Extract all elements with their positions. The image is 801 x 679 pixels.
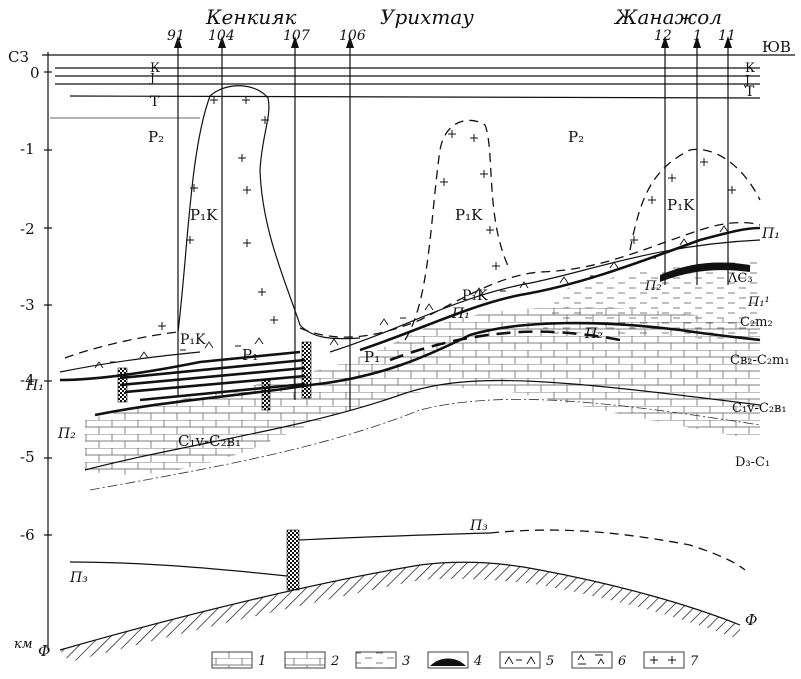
- depth-tick-2: -2: [20, 220, 35, 238]
- legend-swatch-2: [284, 651, 326, 669]
- label-p1k-base-left: P₁K: [180, 332, 206, 348]
- fault-91: [117, 367, 128, 403]
- horizon-d3: [89, 398, 761, 491]
- label-p1-mid: P₁: [364, 348, 380, 366]
- legend-label-1: 1: [258, 654, 266, 669]
- wells: 91 104 107 106 12 1 11: [167, 28, 736, 410]
- legend-label-5: 5: [546, 654, 554, 669]
- legend-swatch-3: [355, 651, 397, 669]
- legend-swatch-1: [211, 651, 253, 669]
- label-c2m2: C₂m₂: [740, 315, 773, 330]
- depth-tick-1: -1: [20, 140, 35, 158]
- anhydrite-marks: [94, 225, 729, 369]
- top-strata: К Ј Т К Ј Т: [42, 54, 795, 119]
- label-c1v-c2b1-right: C₁v-C₂в₁: [732, 401, 787, 416]
- stratigraphic-labels: P₂ P₂ P₁K P₁K P₁K P₁K P₁K P₁ P₁ П₁ П₁ П₁…: [25, 128, 790, 660]
- label-pi2-mid: П₂: [584, 326, 603, 342]
- well-label-91: 91: [167, 28, 185, 44]
- label-p1k-zhanazhol: P₁K: [667, 196, 695, 214]
- label-d3-c1: D₃-C₁: [735, 455, 770, 470]
- field-kenkiyak: Кенкияк: [205, 5, 297, 29]
- depth-tick-0: 0: [30, 64, 40, 82]
- horizon-pi3-dashed: [489, 529, 746, 571]
- stratum-k-right: К: [745, 61, 755, 76]
- legend-label-3: 3: [402, 654, 410, 669]
- label-pi3-left: П₃: [69, 570, 88, 586]
- depth-axis: СЗ 0 -1 -2 -3 -4 -5 -6 км: [8, 48, 52, 652]
- legend-label-2: 2: [330, 654, 339, 669]
- well-label-106: 106: [339, 28, 366, 44]
- field-zhanazhol: Жанажол: [613, 5, 722, 29]
- label-f-left: Ф: [38, 642, 50, 660]
- well-label-12: 12: [654, 28, 672, 44]
- label-p1k-base-right: P₁K: [462, 288, 488, 304]
- basement-fill: [60, 562, 740, 662]
- label-pi2-left: П₂: [57, 426, 76, 442]
- label-p1-kenkiyak: P₁: [242, 346, 258, 364]
- fault-deep: [286, 529, 300, 591]
- label-pi3-mid: П₃: [469, 518, 488, 534]
- salt-dome-zhanazhol: [629, 148, 761, 251]
- legend-label-7: 7: [690, 654, 699, 669]
- depth-tick-3: -3: [20, 296, 35, 314]
- well-label-11: 11: [718, 28, 736, 44]
- stratum-j-right: Ј: [743, 73, 750, 87]
- depth-tick-4: -4: [20, 371, 35, 389]
- label-f-right: Ф: [745, 611, 757, 629]
- well-label-104: 104: [208, 28, 235, 44]
- carbonate-body: [85, 306, 760, 475]
- label-p2-right: P₂: [568, 128, 584, 146]
- horizon-pi3-left: [69, 561, 288, 577]
- label-pi1-right: П₁: [761, 226, 780, 242]
- horizon-pi1: [59, 226, 761, 382]
- horizon-pi3-right: [298, 532, 491, 541]
- label-pi2-right: П₂: [644, 279, 662, 294]
- p1k-top-boundary: [64, 221, 761, 359]
- field-urikhtau: Урихтау: [380, 5, 474, 29]
- label-c3: ΛC₃: [727, 271, 753, 286]
- direction-west: СЗ: [8, 48, 29, 66]
- fault-104: [261, 379, 271, 411]
- basement-surface: [59, 561, 741, 651]
- depth-tick-6: -6: [20, 526, 35, 544]
- salt-dome-kenkiyak: [177, 85, 361, 340]
- stratum-j-left: Ј: [148, 71, 155, 85]
- label-pi1-mid: П₁: [451, 306, 470, 322]
- legend-label-4: 4: [473, 654, 482, 669]
- legend-label-6: 6: [618, 654, 626, 669]
- well-label-1: 1: [693, 28, 702, 44]
- stratum-k-left: К: [150, 61, 160, 76]
- label-pi1-left: П₁: [25, 378, 44, 394]
- stratum-t-left: Т: [150, 94, 160, 110]
- label-p1k-kenkiyak: P₁K: [190, 206, 218, 224]
- well-label-107: 107: [283, 28, 310, 44]
- label-c1v-c2b1: C₁v-C₂в₁: [178, 432, 241, 450]
- horizon-pi2-dashed: [389, 330, 621, 362]
- depth-unit: км: [14, 637, 33, 652]
- salt-crosses: [158, 96, 736, 330]
- direction-east: ЮВ: [762, 38, 791, 56]
- legend: 1 2 3 4 5 6 7: [211, 651, 699, 669]
- depth-tick-5: -5: [20, 448, 35, 466]
- label-pi1-sup: П₁¹: [747, 295, 770, 310]
- label-p1k-urikhtau: P₁K: [455, 206, 483, 224]
- label-cb2-c2m1: Св₂-C₂m₁: [730, 353, 790, 368]
- fault-107: [301, 341, 312, 399]
- horizon-c1v: [84, 379, 761, 471]
- stratum-t-right: Т: [745, 84, 755, 100]
- label-p2-left: P₂: [148, 128, 164, 146]
- horizon-p1-base: [59, 239, 761, 373]
